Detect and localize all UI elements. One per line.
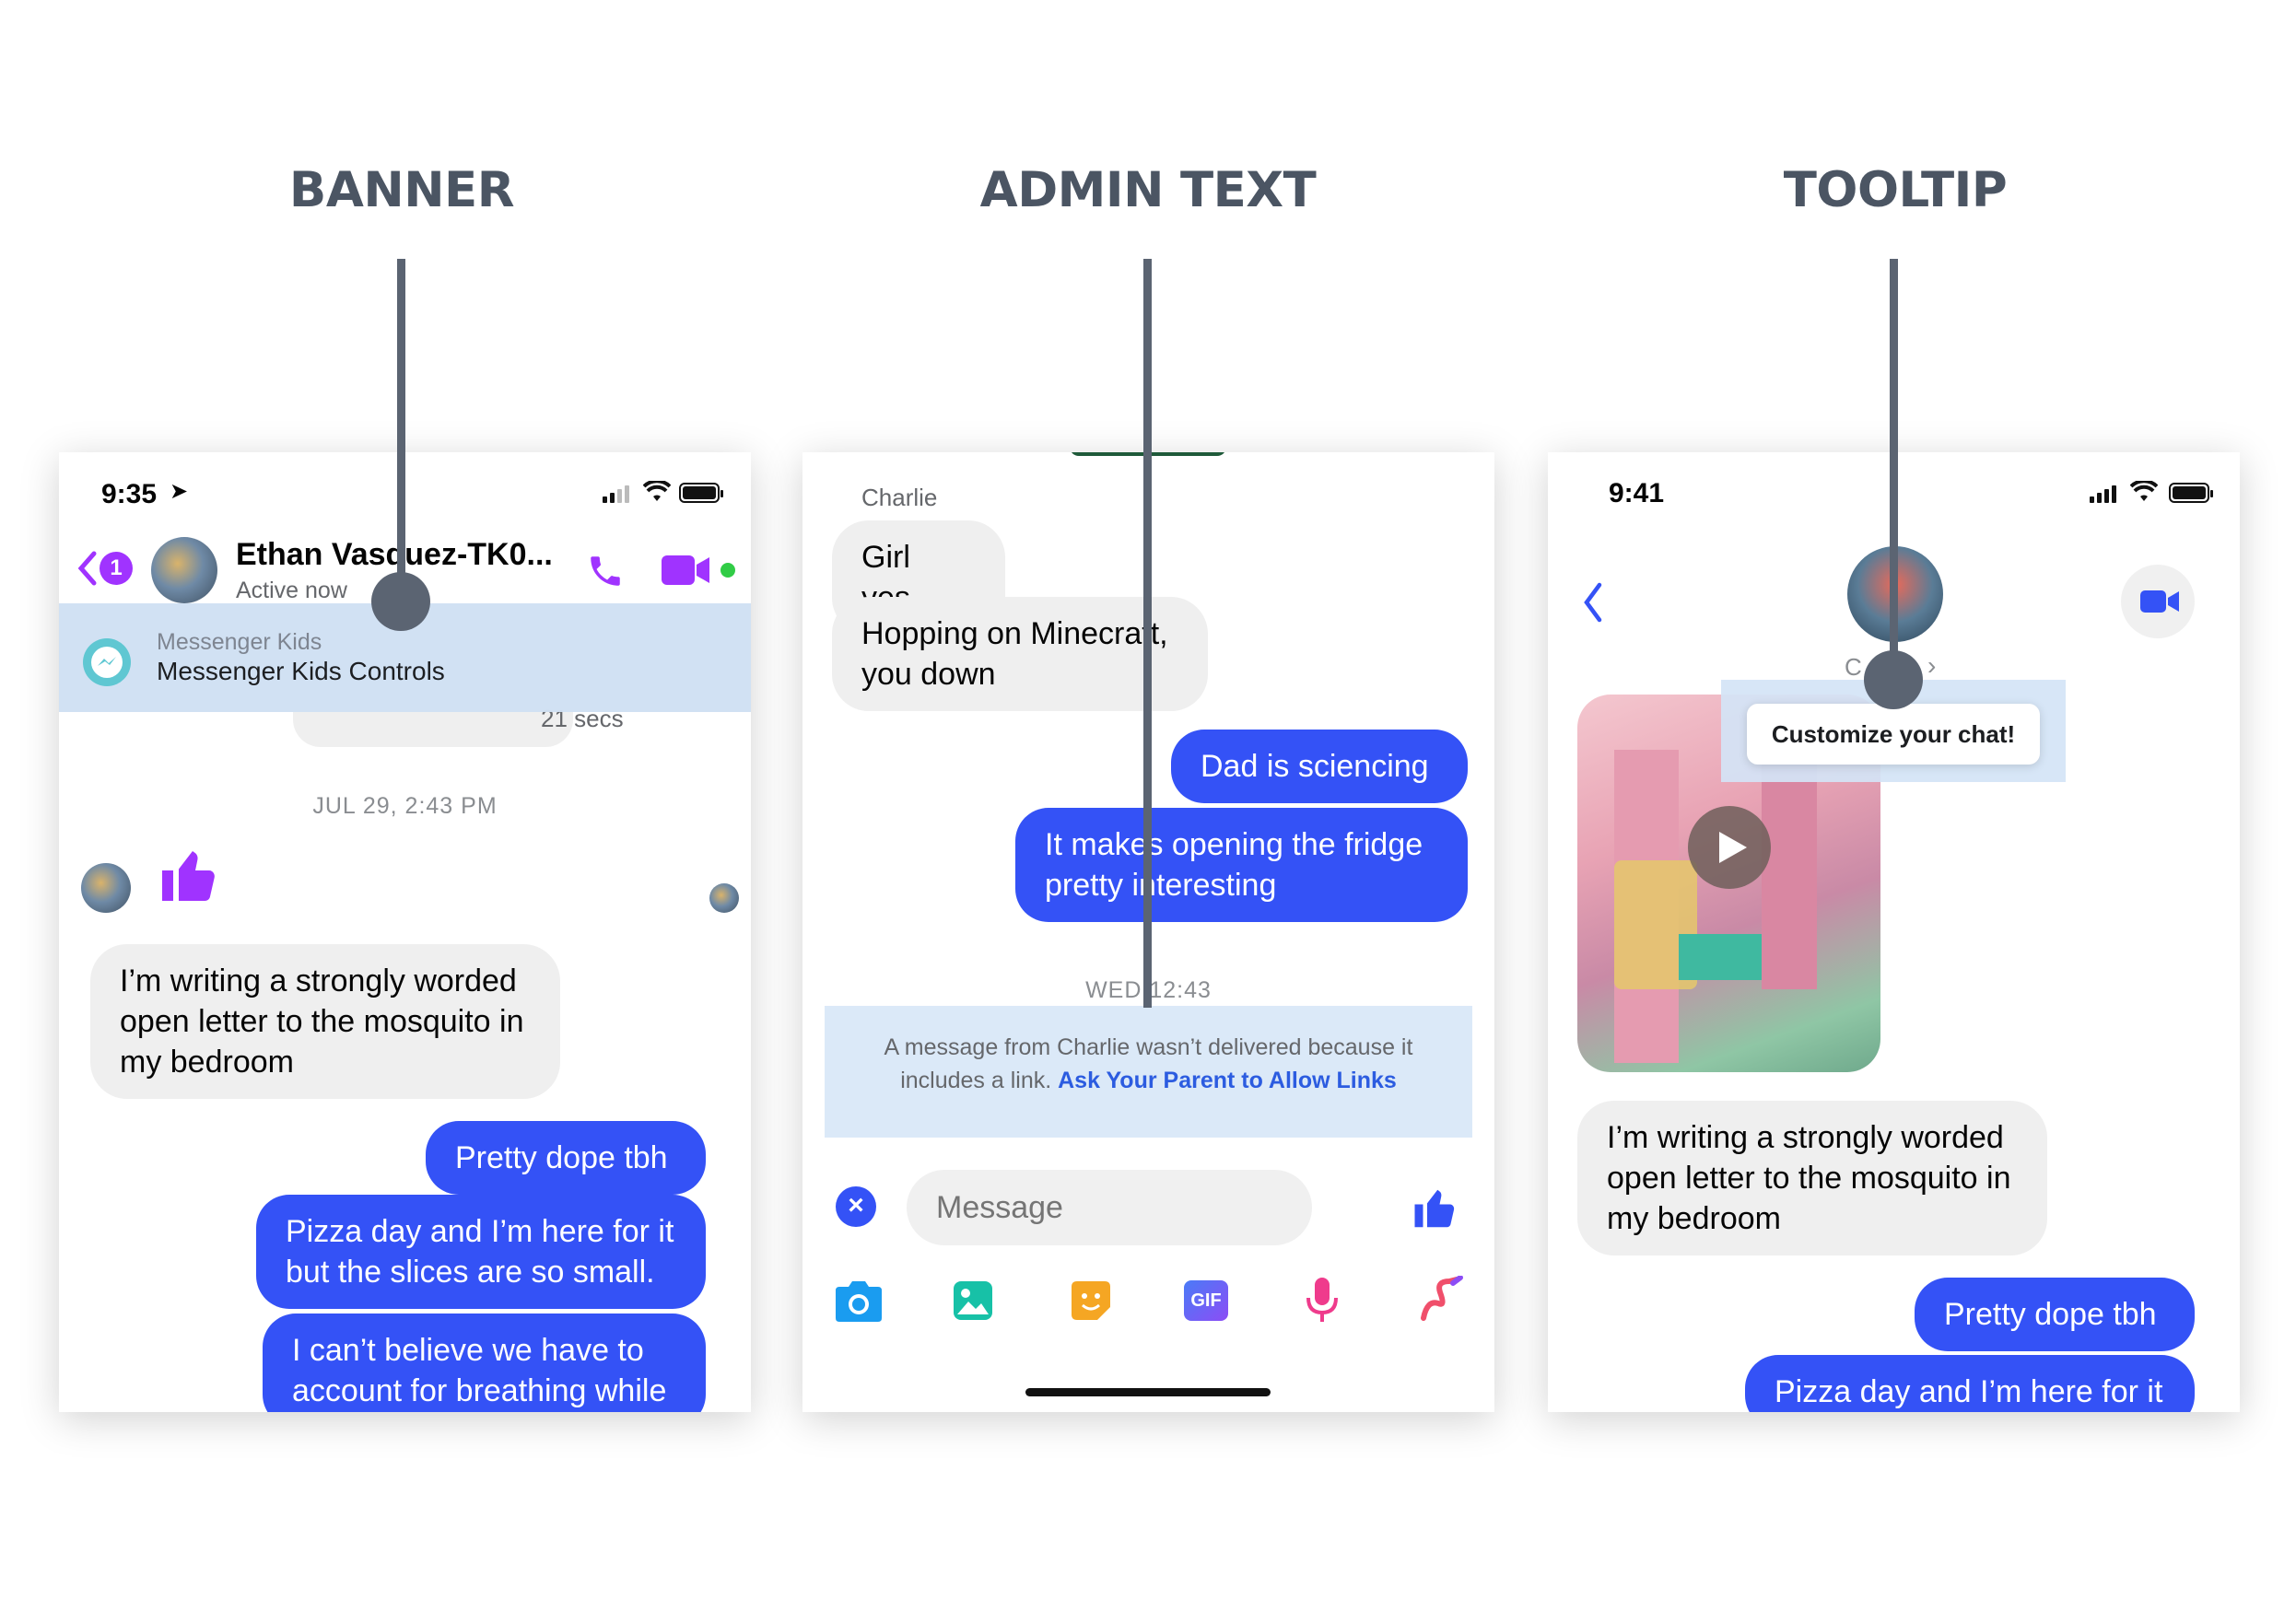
- incoming-message[interactable]: I’m writing a strongly worded open lette…: [90, 944, 560, 1099]
- unread-badge[interactable]: 1: [100, 552, 133, 585]
- heading-tooltip: TOOLTIP: [1783, 162, 2008, 218]
- active-status: Active now: [236, 578, 347, 603]
- outgoing-message[interactable]: Pizza day and I’m here for it: [1745, 1355, 2195, 1412]
- play-icon: [1719, 832, 1747, 863]
- contact-name-partial[interactable]: C: [1845, 653, 1862, 681]
- messenger-kids-logo-icon: [83, 638, 131, 686]
- phone-call-icon[interactable]: [586, 552, 625, 590]
- admin-text: A message from Charlie wasn’t delivered …: [884, 1034, 1413, 1093]
- outgoing-message[interactable]: It makes opening the fridge pretty inter…: [1015, 808, 1468, 922]
- heading-admin-text: ADMIN TEXT: [979, 162, 1317, 218]
- signal-icon: [603, 485, 629, 503]
- message-input[interactable]: [907, 1170, 1312, 1245]
- outgoing-message[interactable]: Dad is sciencing: [1171, 730, 1468, 803]
- outgoing-message[interactable]: Pretty dope tbh: [426, 1121, 706, 1195]
- wifi-icon: [643, 481, 671, 501]
- signal-icon: [2090, 485, 2116, 503]
- wifi-icon: [2130, 481, 2158, 501]
- close-composer-button[interactable]: ×: [836, 1186, 876, 1227]
- camera-icon[interactable]: [834, 1279, 884, 1324]
- presence-dot: [720, 563, 735, 578]
- heading-banner: BANNER: [288, 162, 515, 218]
- phone-admin-text-example: Charlie Girl yes. Hopping on Minecraft, …: [802, 452, 1494, 1412]
- thumbs-up-send-icon[interactable]: [1411, 1184, 1460, 1233]
- sender-avatar: [81, 863, 131, 913]
- incoming-message[interactable]: I’m writing a strongly worded open lette…: [1577, 1101, 2047, 1255]
- video-call-icon[interactable]: [662, 554, 713, 587]
- home-indicator: [1025, 1388, 1271, 1396]
- outgoing-message[interactable]: Pizza day and I’m here for it but the sl…: [256, 1195, 706, 1309]
- admin-text-box: [825, 1006, 1472, 1138]
- banner-title: Messenger Kids: [157, 629, 322, 655]
- message-timestamp: JUL 29, 2:43 PM: [312, 793, 498, 819]
- outgoing-message[interactable]: Pretty dope tbh: [1915, 1278, 2195, 1351]
- gif-icon[interactable]: GIF: [1184, 1280, 1228, 1321]
- name-chevron-icon[interactable]: ›: [1927, 651, 1937, 680]
- status-time: 9:41: [1609, 478, 1665, 508]
- customize-chat-tooltip[interactable]: Customize your chat!: [1747, 704, 2040, 765]
- sticker-icon[interactable]: [1070, 1279, 1112, 1322]
- admin-text-message: A message from Charlie wasn’t delivered …: [843, 1031, 1454, 1097]
- banner-pointer-line: [397, 259, 405, 600]
- doodle-icon[interactable]: [1418, 1276, 1464, 1324]
- banner-subtitle[interactable]: Messenger Kids Controls: [157, 657, 445, 685]
- back-chevron-icon[interactable]: [76, 550, 100, 587]
- outgoing-message[interactable]: I can’t believe we have to account for b…: [263, 1314, 706, 1412]
- back-chevron-icon[interactable]: [1581, 581, 1605, 624]
- thumbs-up-reaction-icon: [162, 851, 215, 901]
- sender-name: Charlie: [861, 484, 938, 511]
- status-time: 9:35: [101, 479, 158, 509]
- gallery-icon[interactable]: [952, 1279, 994, 1322]
- banner-pointer-dot: [371, 572, 430, 631]
- contact-avatar[interactable]: [151, 537, 217, 603]
- location-arrow-icon: ➤: [170, 479, 189, 504]
- read-receipt-avatar: [709, 883, 739, 913]
- video-call-icon[interactable]: [2140, 589, 2181, 614]
- microphone-icon[interactable]: [1304, 1276, 1341, 1324]
- battery-icon: [2169, 483, 2213, 503]
- tooltip-pointer-line: [1890, 259, 1898, 679]
- tooltip-pointer-dot: [1864, 650, 1923, 709]
- admin-text-pointer-line: [1143, 259, 1152, 1008]
- contact-name[interactable]: Ethan Vasquez-TK0...: [236, 537, 553, 572]
- battery-icon: [679, 483, 723, 503]
- ask-parent-link[interactable]: Ask Your Parent to Allow Links: [1058, 1068, 1397, 1093]
